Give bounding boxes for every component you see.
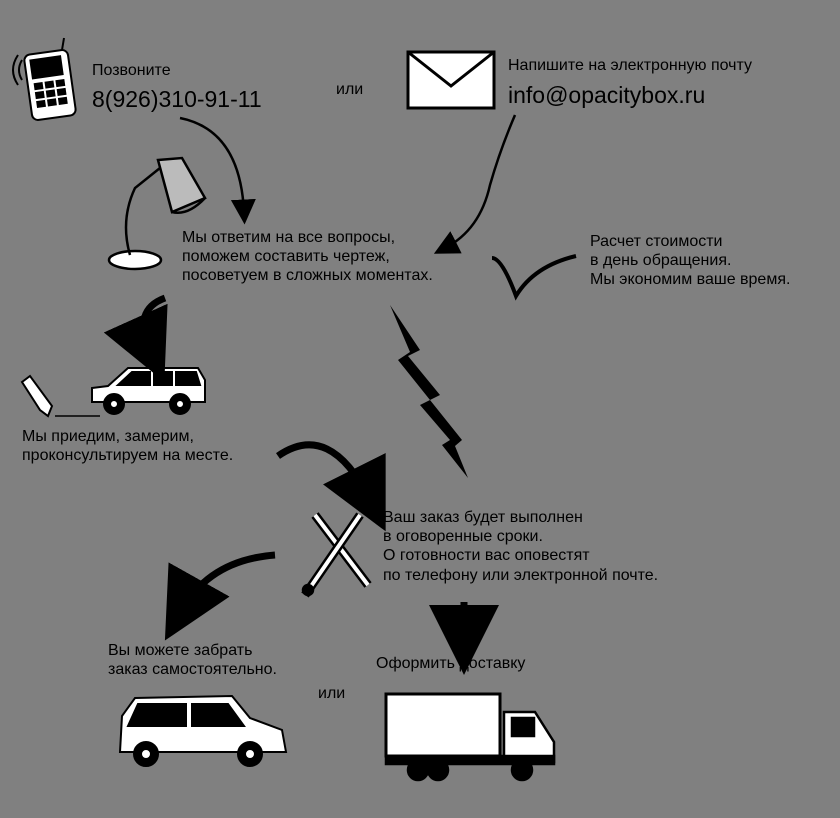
step-answer-line: поможем составить чертеж, [182, 248, 390, 266]
email-label: Напишите на электронную почту [508, 57, 753, 74]
tools-icon [301, 512, 372, 598]
step-pickup-line: Вы можете забрать [108, 642, 253, 659]
step-answer-line: посоветуем в сложных моментах. [182, 267, 433, 285]
step-pickup-line: заказ самостоятельно. [108, 661, 277, 679]
email-address[interactable]: info@opacitybox.ru [508, 82, 706, 108]
lightning-icon [390, 305, 468, 478]
step-answer-line: Мы ответим на все вопросы, [182, 229, 396, 246]
step-pricing: Расчет стоимости в день обращения. Мы эк… [590, 232, 790, 290]
pencil-icon [20, 374, 100, 418]
or-label-bottom: или [318, 685, 346, 702]
step-pricing-line: в день обращения. [590, 252, 732, 270]
step-order-line: в оговоренные сроки. [383, 528, 543, 546]
phone-icon [12, 37, 77, 121]
step-pickup: Вы можете забрать заказ самостоятельно. [108, 641, 277, 679]
step-delivery: Оформить доставку [376, 655, 526, 672]
envelope-icon [406, 50, 496, 110]
phone-number[interactable]: 8(926)310-91-11 [92, 86, 262, 112]
step-order-line: по телефону или электронной почте. [383, 566, 659, 584]
call-label: Позвоните [92, 62, 171, 79]
van-icon [118, 694, 288, 767]
arrow-icon [103, 114, 517, 675]
desk-lamp-icon [107, 156, 207, 271]
step-visit: Мы приедим, замерим, проконсультируем на… [22, 427, 233, 465]
step-pricing-line: Расчет стоимости [590, 233, 723, 250]
step-order: Ваш заказ будет выполнен в оговоренные с… [383, 508, 658, 585]
step-pricing-line: Мы экономим ваше время. [590, 271, 791, 289]
checkmark-icon [491, 254, 577, 301]
step-visit-line: Мы приедим, замерим, [22, 428, 194, 445]
step-order-line: Ваш заказ будет выполнен [383, 509, 583, 526]
step-visit-line: проконсультируем на месте. [22, 447, 234, 465]
or-label-top: или [336, 81, 364, 98]
step-order-line: О готовности вас оповестят [383, 547, 590, 565]
step-answer: Мы ответим на все вопросы, поможем соста… [182, 228, 433, 286]
suv-icon [91, 367, 206, 415]
truck-icon [384, 692, 556, 782]
